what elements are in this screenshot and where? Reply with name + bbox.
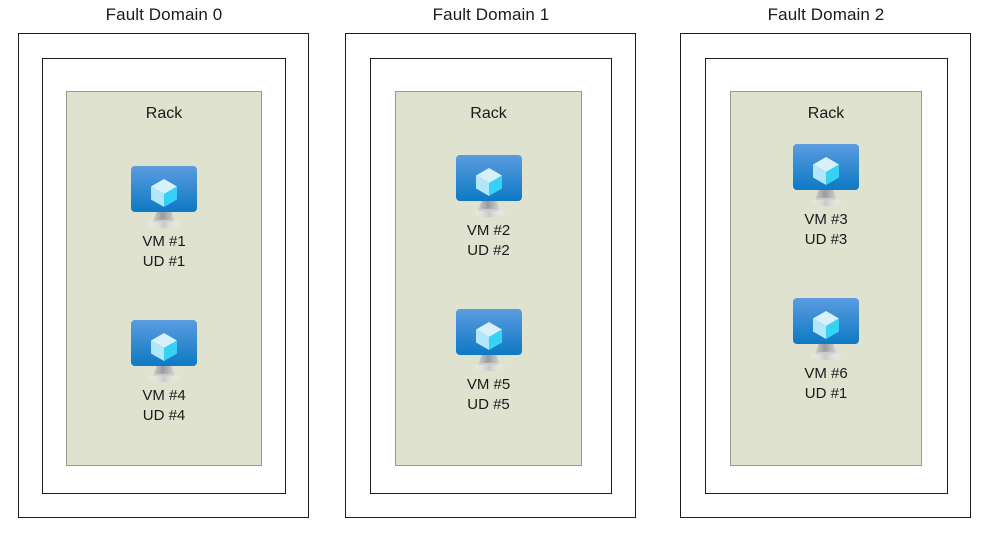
- vm-item[interactable]: VM #2 UD #2: [396, 149, 581, 261]
- vm-label: VM #3: [804, 211, 848, 228]
- vm-label: VM #5: [466, 376, 511, 393]
- ud-label: UD #2: [467, 242, 510, 259]
- fault-domain-0-rack: Rack: [66, 91, 262, 466]
- vm-item[interactable]: VM #5 UD #5: [396, 303, 581, 415]
- ud-label: UD #3: [804, 231, 848, 248]
- ud-label: UD #5: [467, 396, 510, 413]
- ud-label: UD #1: [142, 253, 186, 270]
- vm-label: VM #4: [142, 387, 186, 404]
- virtual-machine-icon: [125, 314, 203, 386]
- ud-label: UD #1: [804, 385, 848, 402]
- vm-label: VM #2: [466, 222, 511, 239]
- vm-label: VM #1: [142, 233, 186, 250]
- fault-domain-1-title: Fault Domain 1: [432, 5, 550, 24]
- fault-domain-1-rack: Rack VM #2 UD #2: [395, 91, 582, 466]
- fault-domain-2-title: Fault Domain 2: [767, 5, 885, 24]
- virtual-machine-icon: [787, 138, 865, 210]
- fault-domain-2-rack-label: Rack: [807, 105, 845, 122]
- fault-domain-0-rack-label: Rack: [145, 105, 183, 122]
- vm-item[interactable]: VM #1 UD #1: [67, 160, 261, 272]
- virtual-machine-icon: [450, 149, 528, 221]
- vm-item[interactable]: VM #6 UD #1: [731, 292, 921, 404]
- vm-item[interactable]: VM #3 UD #3: [731, 138, 921, 250]
- fault-domain-1-rack-label: Rack: [470, 105, 507, 122]
- virtual-machine-icon: [450, 303, 528, 375]
- fault-domain-2-rack: Rack VM #3 UD #3: [730, 91, 922, 466]
- virtual-machine-icon: [125, 160, 203, 232]
- virtual-machine-icon: [787, 292, 865, 364]
- fault-domain-0-title: Fault Domain 0: [105, 5, 223, 24]
- vm-label: VM #6: [804, 365, 848, 382]
- ud-label: UD #4: [142, 407, 186, 424]
- vm-item[interactable]: VM #4 UD #4: [67, 314, 261, 426]
